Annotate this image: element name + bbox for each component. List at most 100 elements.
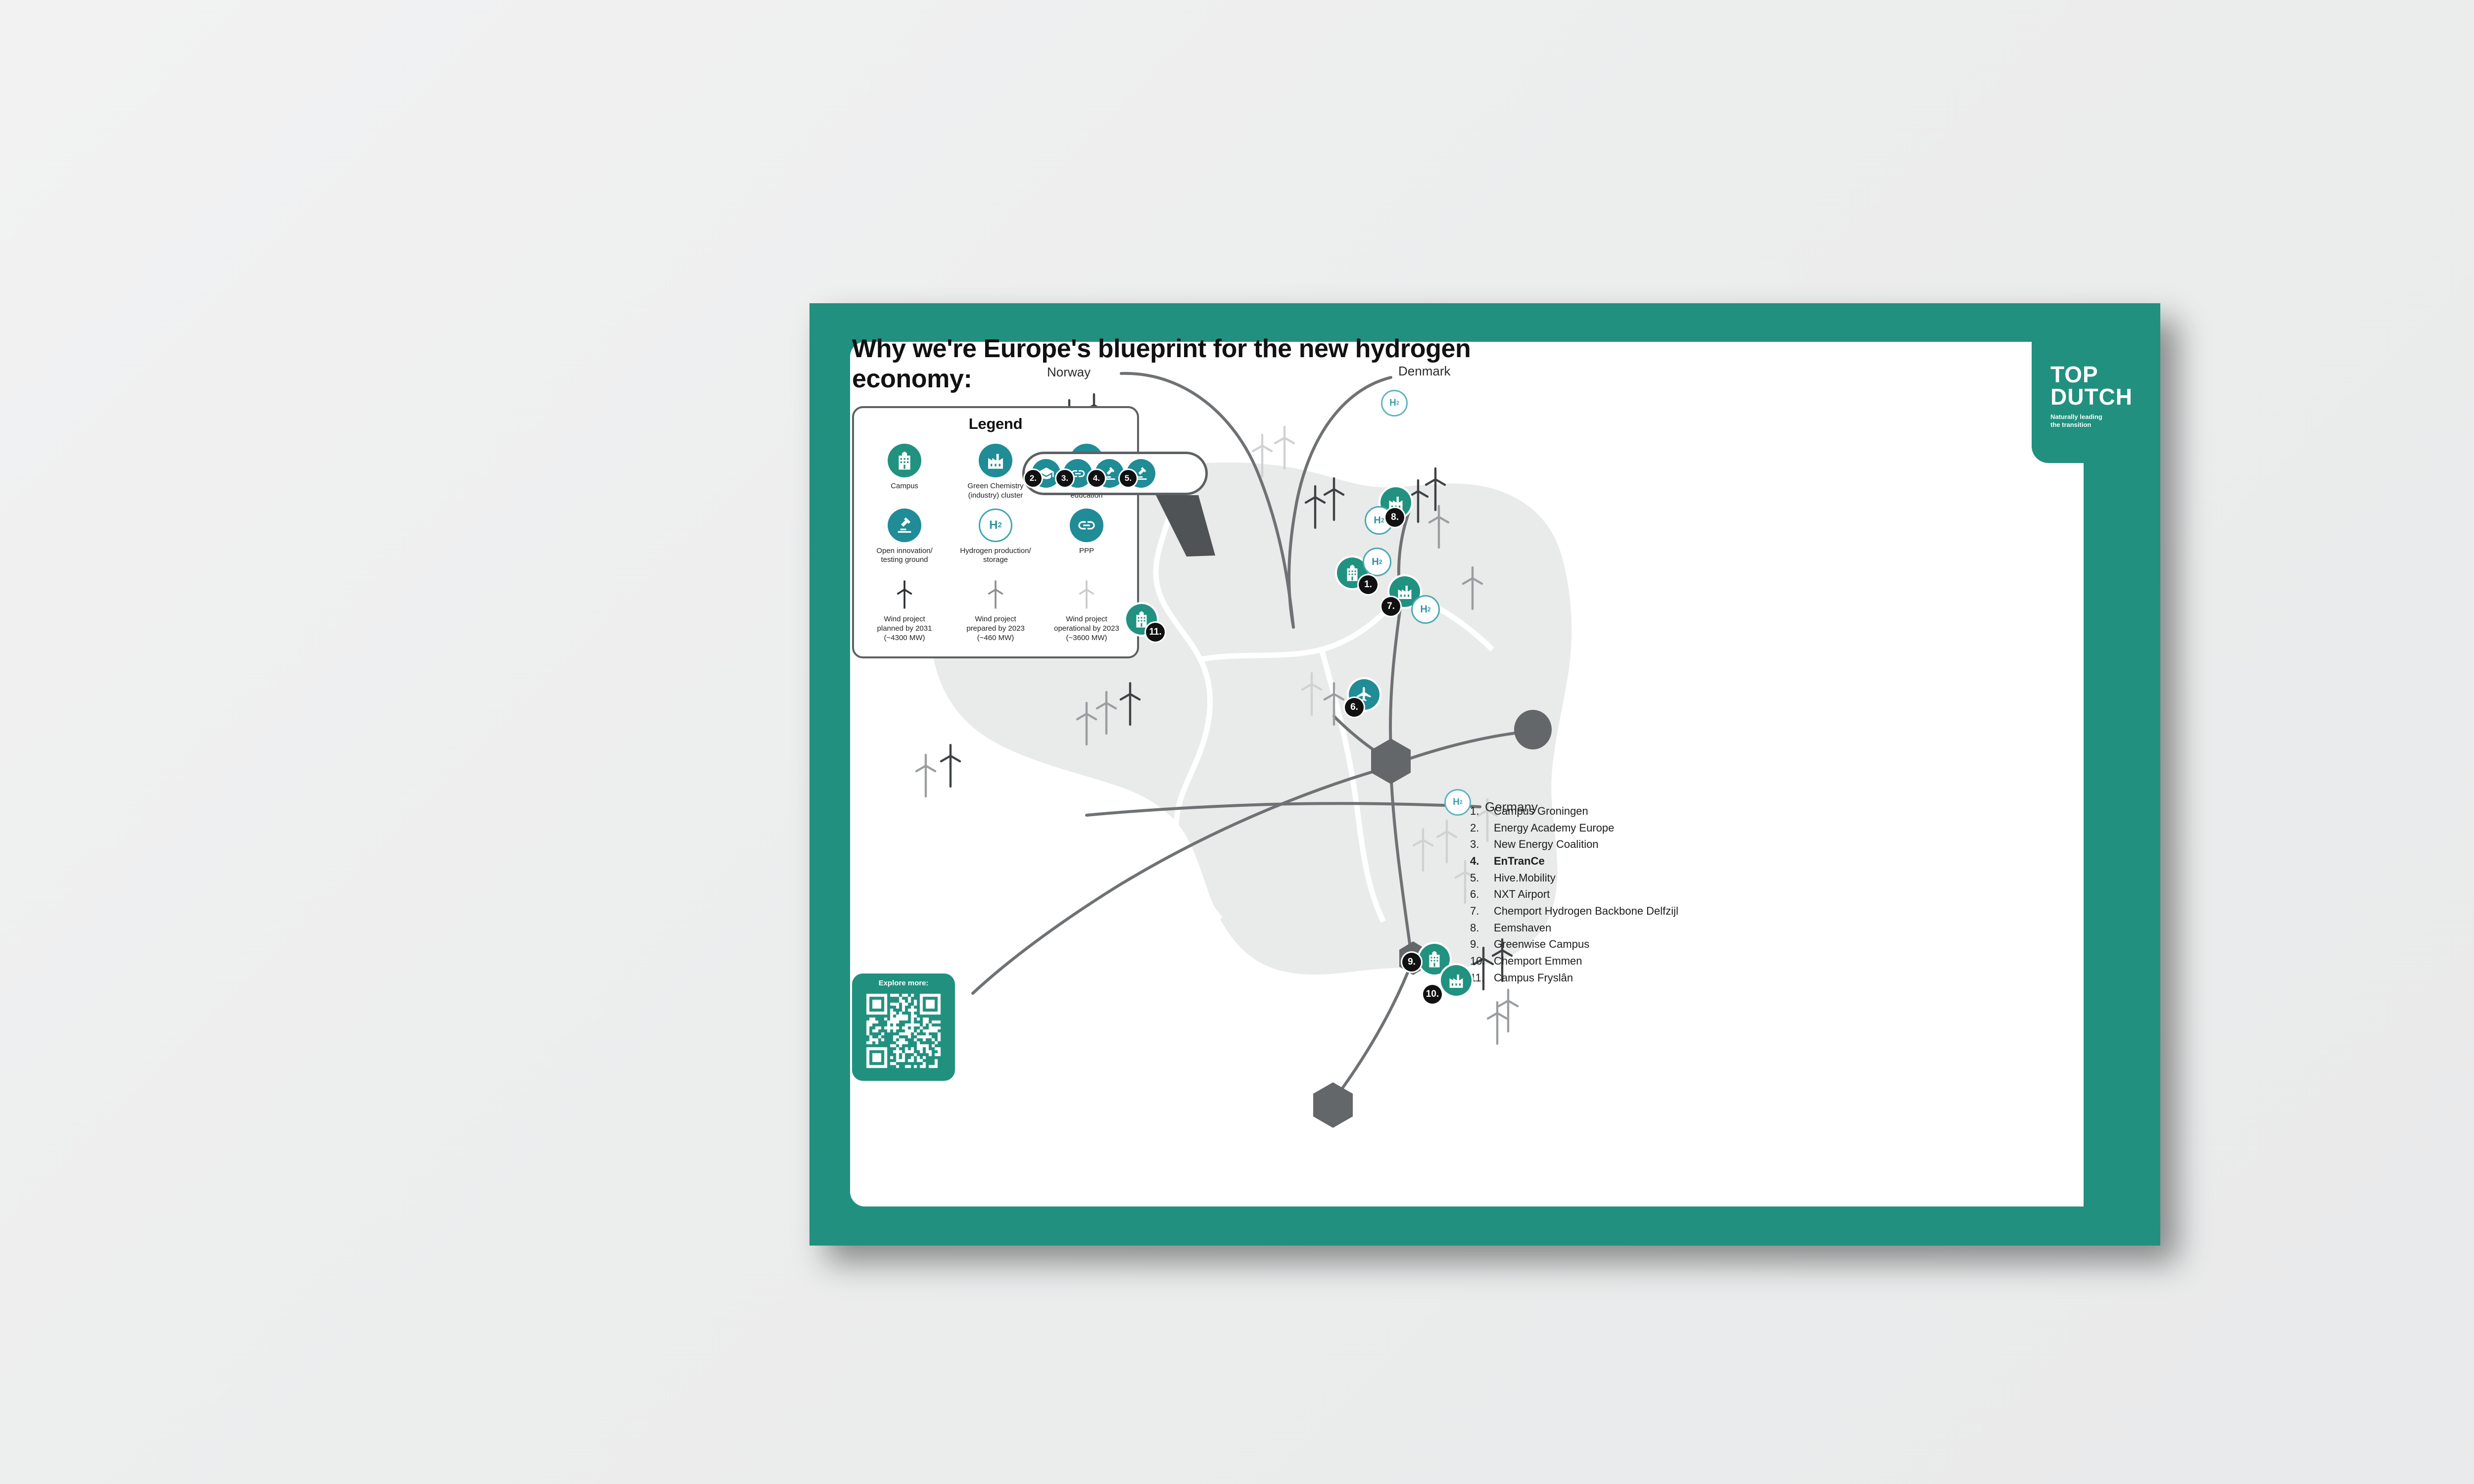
list-label: Campus Fryslân	[1494, 971, 1573, 984]
marker-number: 11.	[1146, 623, 1165, 642]
country-label-norway: Norway	[1047, 365, 1091, 379]
list-item: 3. New Energy Coalition	[1470, 836, 1678, 853]
list-label: Energy Academy Europe	[1494, 821, 1615, 834]
marker-number: 6.	[1345, 698, 1364, 717]
marker-number: 4.	[1088, 470, 1105, 487]
list-item: 7.Chemport Hydrogen Backbone Delfzijl	[1470, 903, 1678, 920]
marker-3[interactable]: 3.	[1056, 459, 1092, 488]
list-number: 2.	[1470, 821, 1479, 834]
list-label: New Energy Coalition	[1494, 838, 1599, 851]
list-label: NXT Airport	[1494, 888, 1550, 901]
marker-4[interactable]: 4.	[1088, 459, 1124, 488]
callout-pointer	[1156, 495, 1215, 556]
panel-right-fill	[2037, 342, 2084, 1206]
list-label: EnTranCe	[1494, 854, 1545, 867]
explore-more-qr-box[interactable]: Explore more:	[852, 974, 955, 1081]
qr-code-image[interactable]	[859, 991, 948, 1071]
marker-group-callout[interactable]: 2. 3. 4. 5.	[1022, 452, 1208, 495]
list-number: 6.	[1470, 888, 1479, 901]
legend-box: Legend Campus Green Chemistry(industry) …	[852, 406, 1139, 658]
list-number: 8.	[1470, 921, 1479, 934]
province-borders	[1153, 477, 1494, 923]
list-number: 9.	[1470, 938, 1479, 951]
list-item: 9. Greenwise Campus	[1470, 936, 1678, 953]
list-number: 7.	[1470, 904, 1479, 917]
list-number: 5.	[1470, 871, 1479, 884]
marker-5[interactable]: 5.	[1120, 459, 1155, 488]
list-item: 2. Energy Academy Europe	[1470, 820, 1678, 836]
list-number: 3.	[1470, 838, 1479, 851]
list-item: 8. Eemshaven	[1470, 920, 1678, 936]
legend-item-ppp: PPP	[1041, 502, 1132, 565]
list-label: Chemport Emmen	[1494, 954, 1582, 967]
marker-number: 9.	[1402, 953, 1421, 972]
list-number: 1.	[1470, 805, 1479, 817]
pipeline-routes	[971, 371, 1528, 1101]
marker-number: 1.	[1359, 575, 1378, 594]
marker-number: 10.	[1423, 985, 1442, 1004]
campus-icon	[888, 444, 921, 477]
legend-label: Hydrogen production/storage	[960, 546, 1031, 564]
marker-number: 2.	[1025, 470, 1042, 487]
legend-label: Open innovation/testing ground	[876, 546, 933, 564]
list-label: Hive.Mobility	[1494, 871, 1556, 884]
list-item: 5. Hive.Mobility	[1470, 870, 1678, 886]
list-label: Eemshaven	[1494, 921, 1552, 934]
qr-title: Explore more:	[878, 979, 929, 987]
wind-turbine-icon	[892, 576, 917, 610]
list-label: Greenwise Campus	[1494, 938, 1590, 951]
slide-frame: Why we're Europe's blueprint for the new…	[809, 303, 2160, 1246]
list-item: 4. EnTranCe	[1470, 853, 1678, 870]
marker-9[interactable]: 9.	[1402, 944, 1482, 1003]
legend-item-campus: Campus	[859, 437, 950, 501]
list-label: Campus Groningen	[1494, 805, 1588, 817]
legend-label: Campus	[891, 482, 918, 490]
location-list: 1. Campus Groningen 2. Energy Academy Euro…	[1470, 803, 1678, 986]
marker-10[interactable]: 10.	[1423, 965, 1504, 1024]
legend-label: PPP	[1079, 546, 1094, 555]
logo-line-bottom: DUTCH	[2050, 383, 2133, 410]
legend-label: Green Chemistry(industry) cluster	[967, 482, 1024, 500]
list-item: 1. Campus Groningen	[1470, 803, 1678, 820]
marker-number: 3.	[1056, 470, 1073, 487]
list-item: 11. Campus Fryslân	[1470, 970, 1678, 986]
legend-item-open-innovation: Open innovation/testing ground	[859, 502, 950, 565]
marker-2[interactable]: 2.	[1025, 459, 1060, 488]
logo-line-top: TOP	[2050, 362, 2098, 387]
list-number: 11.	[1470, 971, 1484, 984]
country-label-germany: Germany	[1485, 799, 1538, 814]
link-icon	[1070, 508, 1103, 542]
marker-number: 5.	[1120, 470, 1137, 487]
factory-icon	[1441, 965, 1472, 996]
legend-item-green-chemistry: Green Chemistry(industry) cluster	[950, 437, 1041, 501]
marker-11[interactable]: 11.	[1126, 604, 1186, 653]
list-item: 10.Chemport Emmen	[1470, 953, 1678, 970]
factory-icon	[979, 444, 1012, 477]
list-number: 4.	[1470, 854, 1479, 867]
legend-title: Legend	[968, 415, 1023, 432]
marker-6[interactable]: 6.	[1345, 679, 1398, 729]
wind-turbine-icon	[1074, 576, 1099, 610]
marker-number: 8.	[1385, 508, 1404, 527]
wind-turbine-icon	[983, 576, 1008, 610]
page-title: Why we're Europe's blueprint for the new…	[852, 334, 1471, 394]
list-item: 6. NXT Airport	[1470, 886, 1678, 903]
